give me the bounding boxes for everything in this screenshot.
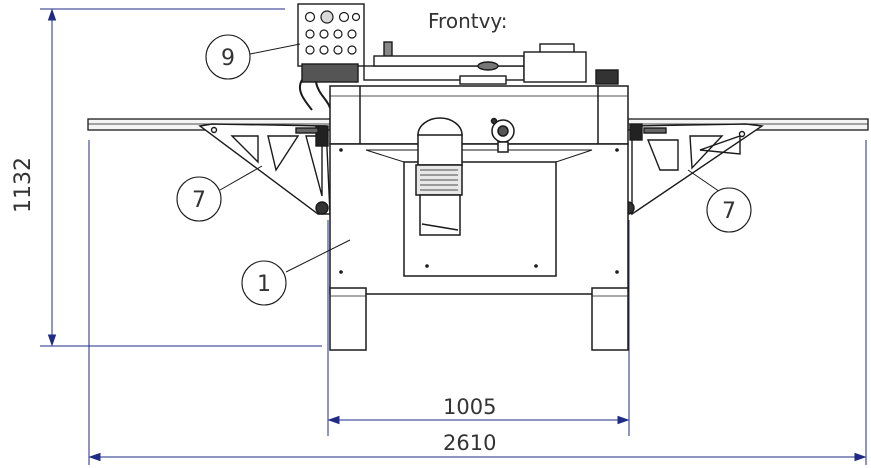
callout-control-panel-number: 9: [221, 46, 235, 71]
dimension-frame-width: 1005: [443, 395, 496, 419]
right-support-bracket: [621, 123, 764, 216]
machine-frame: [329, 85, 629, 351]
callout-left-support: 7: [176, 176, 222, 222]
control-panel: [297, 3, 365, 111]
control-panel-buttons: [304, 10, 361, 55]
callout-right-support-number: 7: [722, 199, 736, 224]
handwheel: [490, 117, 515, 153]
dimension-total-width: 2610: [443, 431, 496, 455]
dimension-lines: [40, 8, 867, 465]
dimension-height: 1132: [11, 157, 36, 213]
left-support-bracket: [198, 123, 331, 215]
callout-machine-frame: 1: [241, 260, 287, 306]
callout-machine-frame-number: 1: [257, 272, 271, 297]
callout-right-support: 7: [706, 187, 752, 233]
callout-control-panel: 9: [205, 34, 251, 80]
view-title: Frontvy:: [428, 9, 508, 33]
motor: [415, 117, 463, 236]
callout-left-support-number: 7: [192, 188, 206, 213]
top-assembly: [363, 41, 619, 85]
